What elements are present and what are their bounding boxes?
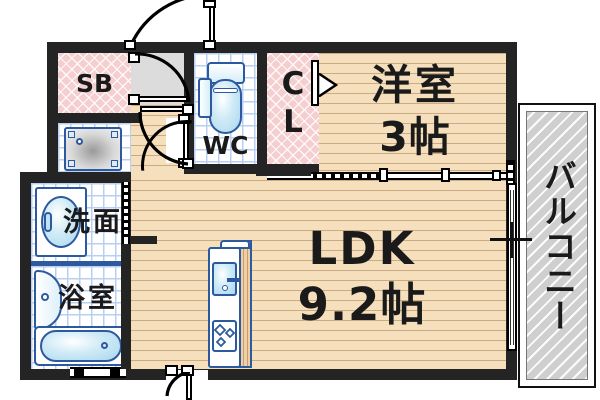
hall-door-swing-arc — [138, 111, 189, 166]
washer-drain-icon — [76, 138, 83, 145]
kitchen-counter-top — [220, 240, 250, 249]
washer-corner-tr — [111, 131, 118, 138]
partition-stop-a — [379, 168, 388, 182]
balcony-surface — [526, 111, 588, 380]
balcony-label: バルコニー — [538, 158, 578, 334]
bathroom-label: 浴室 — [58, 282, 118, 314]
washer-corner-bl — [68, 160, 75, 167]
entrance-door-hinge-top — [203, 0, 216, 8]
sb-door-hinge-a — [128, 52, 140, 63]
bathtub-basin — [40, 330, 122, 362]
wall-wc-right — [257, 53, 267, 164]
entrance-door-hinge-bottom — [203, 40, 216, 50]
western-room-label: 洋室 — [371, 61, 459, 109]
wall-closet-bottom — [267, 164, 319, 174]
shoe-box-area — [58, 53, 131, 113]
partition-stop-c — [492, 170, 501, 181]
hall-door-hinge-a — [182, 104, 194, 115]
closet-label-c: C — [281, 65, 305, 102]
sb-door-hinge-b — [128, 94, 140, 105]
washer-corner-tl — [68, 131, 75, 138]
wall-top — [47, 42, 517, 53]
sb-door-swing-arc — [134, 52, 191, 103]
stove-burner-icons — [213, 323, 236, 348]
shoe-box-label: SB — [75, 68, 114, 98]
wall-hall-ldk-stub — [131, 236, 157, 244]
wall-left-upper — [47, 42, 58, 177]
ldk-size-label: 9.2帖 — [297, 277, 427, 331]
washroom-label: 洗面 — [63, 206, 123, 238]
partition-stop-b — [441, 168, 450, 182]
ldk-label: LDK — [308, 221, 416, 275]
kitchen-drain-icon — [222, 285, 228, 291]
wall-wc-bottom — [184, 164, 267, 174]
washer-corner-br — [111, 160, 118, 167]
wall-bottom — [20, 369, 517, 380]
partition-wall-stub-left — [256, 171, 311, 176]
washroom-sliding-door-dots — [124, 185, 128, 241]
shower-head-icon — [41, 293, 49, 301]
wc-label: WC — [202, 130, 249, 160]
closet-folding-door-arrow — [318, 73, 338, 97]
entrance-door-jamb — [124, 40, 136, 50]
sink-faucet — [44, 212, 52, 232]
gas-stove — [212, 320, 237, 352]
entrance-door-swing-arc — [129, 0, 186, 46]
ldk-entry-hinge-right — [181, 365, 194, 376]
bathtub-drain-icon — [101, 342, 108, 349]
partition-panel-dotted[interactable] — [313, 173, 379, 179]
bath-window-mullion-left — [74, 369, 84, 376]
kitchen-faucet — [227, 278, 239, 282]
ldk-entry-door-swing-arc — [165, 372, 191, 397]
toilet-side-tank — [198, 78, 212, 118]
washroom-bath-divider — [31, 261, 131, 266]
toilet-seat-line — [213, 88, 238, 93]
bath-window[interactable] — [70, 367, 126, 378]
balcony-window-mullion-upper — [506, 160, 515, 185]
ldk-floor — [131, 170, 506, 369]
balcony-window-pane — [510, 190, 514, 345]
closet-label-l: L — [283, 103, 303, 140]
bath-window-mullion-right — [110, 369, 120, 376]
closet-area — [267, 53, 319, 164]
western-room-floor — [319, 53, 506, 170]
wall-utility-right — [121, 175, 131, 369]
balcony-window-handle-v — [510, 222, 513, 258]
wall-washroom-top — [20, 172, 131, 183]
western-room-size-label: 3帖 — [379, 112, 451, 161]
wall-sb-bottom — [47, 113, 142, 123]
ldk-entry-hinge-left — [165, 365, 178, 376]
wall-left-lower — [20, 172, 31, 380]
